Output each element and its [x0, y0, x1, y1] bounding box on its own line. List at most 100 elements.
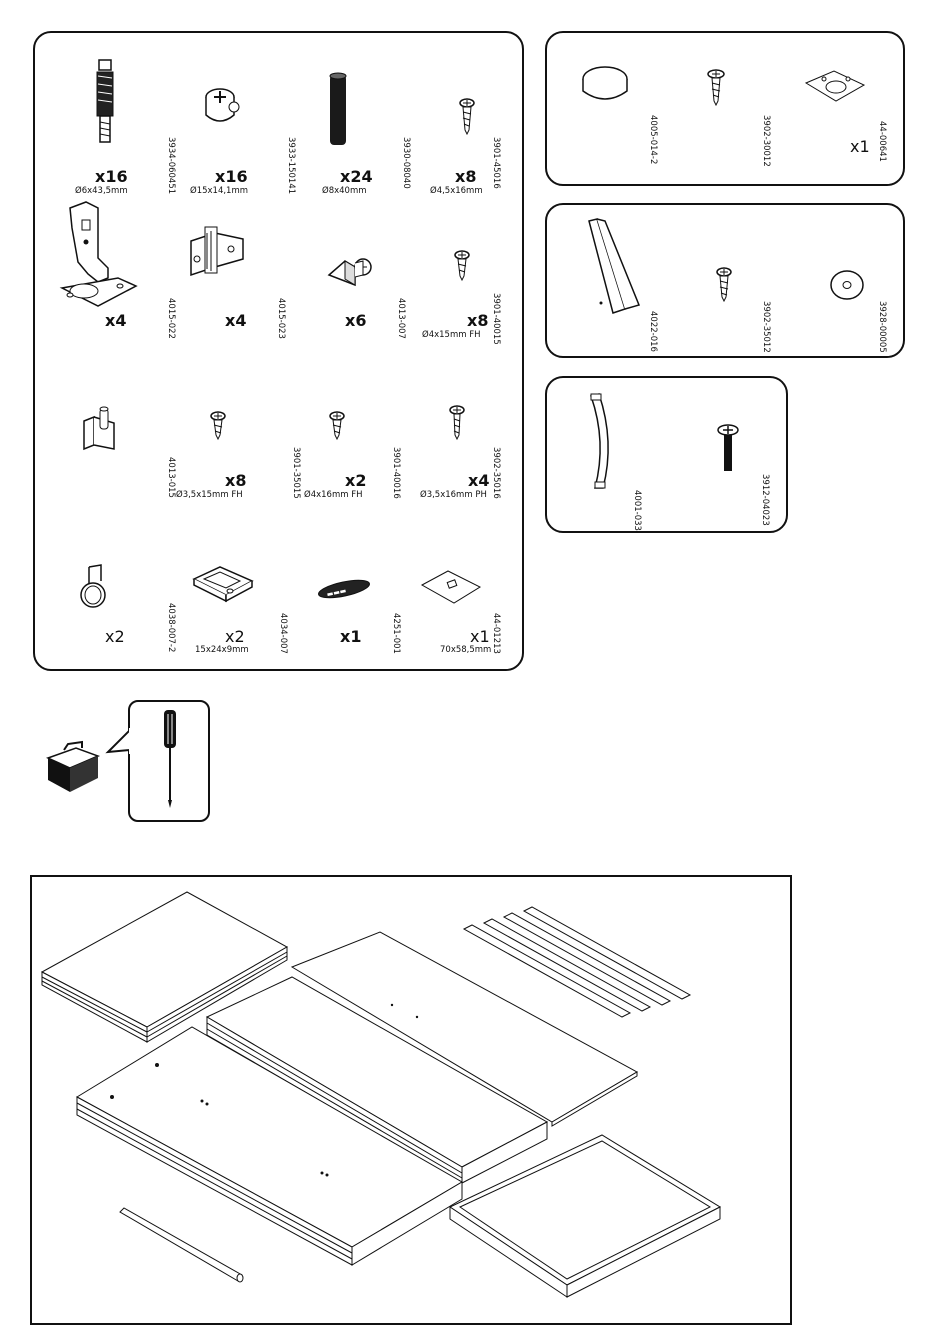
tool-callout — [128, 700, 210, 822]
item-corner-bracket: x6 4013-007 — [315, 193, 425, 343]
dimension-label: Ø4x15mm FH — [422, 330, 481, 340]
hardware-box-side-3: 4001-033 3912-04023 — [545, 376, 788, 533]
part-code: 4015-023 — [276, 298, 286, 339]
qty-label: x8 — [467, 311, 489, 330]
rail-bracket-icon — [192, 566, 254, 603]
dimension-label: Ø15x14,1mm — [190, 186, 249, 196]
qty-label: x1 — [470, 627, 490, 646]
screw-icon — [210, 411, 226, 441]
dimension-label: 70x58,5mm — [440, 645, 492, 655]
part-code: 4013-007 — [396, 298, 406, 339]
dimension-label: 15x24x9mm — [195, 645, 249, 655]
rod-holder-icon — [80, 564, 106, 608]
part-code: 3901-40016 — [391, 447, 401, 499]
cam-lock-icon — [205, 88, 240, 122]
screw-icon — [707, 69, 725, 107]
part-code: 3934-060451 — [166, 137, 176, 195]
qty-label: x4 — [225, 311, 247, 330]
part-code: 44-01213 — [491, 613, 501, 654]
qty-label: x1 — [850, 137, 870, 156]
qty-label: x2 — [345, 471, 367, 490]
item-screw: x8 Ø4x15mm FH 3901-40015 — [422, 193, 525, 345]
part-code: 3933-150141 — [286, 137, 296, 195]
part-code: 4034-007 — [278, 613, 288, 654]
logo-badge-icon: ▬▬▬ — [318, 579, 370, 599]
qty-label: x2 — [105, 627, 125, 646]
panel-set-illustration — [40, 891, 722, 1298]
item-wooden-dowel: x24 Ø8x40mm 3930-08040 — [310, 53, 420, 196]
strap-icon — [588, 218, 641, 314]
handle-icon — [590, 393, 609, 489]
sticker-icon — [420, 570, 482, 604]
wooden-dowel-icon — [329, 72, 347, 145]
part-code: 4013-015 — [166, 457, 176, 498]
phillips-screwdriver-icon — [164, 710, 176, 808]
tools-section — [40, 700, 220, 825]
part-code: 4005-014-2 — [648, 115, 658, 165]
qty-label: x4 — [468, 471, 490, 490]
part-code: 3902-35012 — [761, 301, 771, 353]
part-code: 3901-45016 — [491, 137, 501, 189]
svg-text:▬▬▬: ▬▬▬ — [326, 587, 347, 599]
item-screw: x2 Ø4x16mm FH 3901-40016 — [304, 393, 420, 513]
hardware-box-side-1: 4005-014-2 3902-30012 x1 44-00641 — [545, 31, 905, 186]
qty-label: x4 — [105, 311, 127, 330]
qty-label: x24 — [340, 167, 373, 186]
item-cam-bolt: x16 Ø6x43,5mm 3934-060451 — [75, 53, 185, 196]
item-cam-lock: x16 Ø15x14,1mm 3933-150141 — [190, 53, 300, 196]
screw-icon — [329, 411, 345, 441]
part-code: 3901-40015 — [491, 293, 501, 345]
hardware-box-side-2: 4022-016 3902-35012 3928-00005 — [545, 203, 905, 358]
hardware-box-main: x16 Ø6x43,5mm 3934-060451 x16 Ø15x14,1mm… — [33, 31, 524, 671]
item-hinge-plate: x4 4015-023 — [185, 193, 305, 343]
felt-pad-icon — [582, 66, 628, 100]
part-code: 4251-001 — [391, 613, 401, 654]
dimension-label: Ø3,5x15mm FH — [176, 490, 243, 500]
dimension-label: Ø8x40mm — [322, 186, 367, 196]
qty-label: x16 — [95, 167, 128, 186]
callout-pointer — [105, 728, 133, 754]
part-code: 3901-35015 — [291, 447, 301, 499]
dimension-label: Ø3,5x16mm PH — [420, 490, 487, 500]
qty-label: x16 — [215, 167, 248, 186]
item-hinge: x4 4015-022 — [55, 193, 185, 343]
shelf-support-icon — [83, 406, 115, 451]
item-rod-holder: x2 4038-007-2 — [75, 553, 185, 663]
qty-label: x8 — [455, 167, 477, 186]
item-screw: x8 Ø4,5x16mm 3901-45016 — [430, 53, 525, 196]
part-code: 3912-04023 — [760, 474, 770, 526]
hinge-plate-icon — [190, 226, 244, 277]
qty-label: x6 — [345, 311, 367, 330]
part-code: 3930-08040 — [401, 137, 411, 189]
item-rail-bracket: x2 15x24x9mm 4034-007 — [190, 553, 300, 663]
qty-label: x8 — [225, 471, 247, 490]
item-screw: x8 Ø3,5x15mm FH 3901-35015 — [176, 393, 301, 513]
item-sticker: x1 70x58,5mm 44-01213 — [420, 553, 525, 663]
cam-bolt-icon — [96, 59, 114, 143]
part-code: 4038-007-2 — [166, 603, 176, 653]
part-code: 44-00641 — [877, 121, 887, 162]
screw-icon — [454, 250, 470, 282]
corner-bracket-icon — [327, 258, 372, 287]
part-code: 3902-30012 — [761, 115, 771, 167]
part-code: 4015-022 — [166, 298, 176, 339]
part-code: 3928-00005 — [877, 301, 887, 353]
item-screw: x4 Ø3,5x16mm PH 3902-35016 — [420, 393, 525, 513]
part-code: 4022-016 — [648, 311, 658, 352]
dimension-label: Ø6x43,5mm — [75, 186, 128, 196]
qty-label: x2 — [225, 627, 245, 646]
washer-icon — [830, 270, 864, 300]
screw-icon — [449, 405, 465, 441]
bolt-icon — [717, 424, 739, 471]
toolbox-icon — [46, 740, 101, 792]
panel-set-frame — [30, 875, 792, 1325]
part-code: 4001-033 — [632, 490, 642, 531]
item-logo-badge: ▬▬▬ x1 4251-001 — [310, 553, 420, 663]
dimension-label: Ø4x16mm FH — [304, 490, 363, 500]
hinge-icon — [59, 201, 138, 307]
qty-label: x1 — [340, 627, 362, 646]
dimension-label: Ø4,5x16mm — [430, 186, 483, 196]
adhesive-pad-icon — [804, 70, 866, 102]
part-code: 3902-35016 — [491, 447, 501, 499]
screw-icon — [459, 98, 475, 136]
